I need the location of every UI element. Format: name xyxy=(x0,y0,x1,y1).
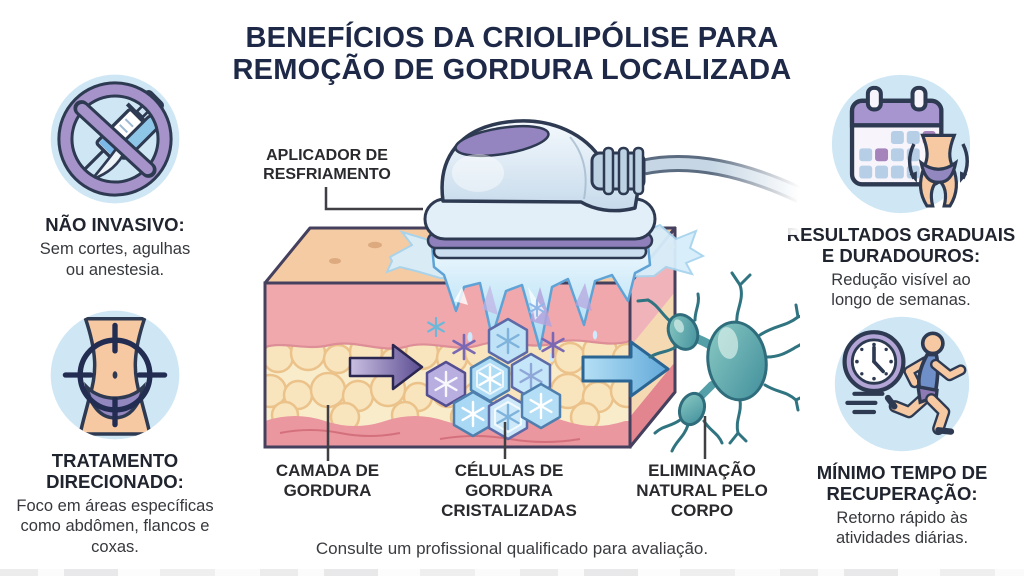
benefit-heading: TRATAMENTO DIRECIONADO: xyxy=(46,450,184,492)
elimination-label: ELIMINAÇÃO NATURAL PELO CORPO xyxy=(636,461,768,521)
running-person xyxy=(884,331,967,436)
label-pointer-lines xyxy=(324,187,707,461)
applicator-label: APLICADOR DE RESFRIAMENTO xyxy=(263,147,391,183)
crystallized-cells-label: CÉLULAS DE GORDURA CRISTALIZADAS xyxy=(441,461,577,521)
slim-waist-figure xyxy=(907,133,969,208)
benefit-card-tratamento-direcionado: TRATAMENTO DIRECIONADO: Foco em áreas es… xyxy=(3,308,227,558)
benefit-card-minimo-tempo: MÍNIMO TEMPO DE RECUPERAÇÃO: Retorno ráp… xyxy=(786,314,1018,549)
snowflakes xyxy=(427,299,565,361)
benefit-body: Retorno rápido às atividades diárias. xyxy=(835,508,969,548)
benefit-body: Redução visível ao longo de semanas. xyxy=(831,270,971,310)
fat-layer-label: CAMADA DE GORDURA xyxy=(275,461,380,501)
bottom-artifact-strip xyxy=(0,569,1024,576)
speed-lines xyxy=(845,391,885,415)
benefit-body: Sem cortes, agulhas ou anestesia. xyxy=(39,239,191,279)
benefit-card-nao-invasivo: NÃO INVASIVO: Sem cortes, agulhas ou ane… xyxy=(8,72,222,280)
benefit-heading: RESULTADOS GRADUAIS E DURADOUROS: xyxy=(786,224,1016,266)
elimination-arrow xyxy=(581,340,670,398)
calendar-progress-icon xyxy=(831,74,971,214)
benefit-heading: MÍNIMO TEMPO DE RECUPERAÇÃO: xyxy=(816,462,988,504)
freezing-arrow xyxy=(348,343,424,391)
macrophage-cell xyxy=(636,271,800,453)
target-abdomen-icon xyxy=(50,310,180,440)
benefit-card-resultados-graduais: RESULTADOS GRADUAIS E DURADOUROS: Reduçã… xyxy=(782,72,1020,311)
benefit-body: Foco em áreas específicas como abdômen, … xyxy=(16,496,214,557)
benefit-heading: NÃO INVASIVO: xyxy=(45,214,185,235)
hose-connector xyxy=(590,146,646,196)
cooling-applicator xyxy=(423,119,800,260)
clock xyxy=(842,330,906,394)
clock-runner-icon xyxy=(834,316,970,452)
footer-disclaimer: Consulte um profissional qualificado par… xyxy=(315,539,709,558)
page-title: BENEFÍCIOS DA CRIOLIPÓLISE PARA REMOÇÃO … xyxy=(232,22,792,87)
crystallized-fat-cells xyxy=(425,317,562,441)
no-needles-scalpel-icon xyxy=(50,74,180,204)
cryolipolysis-diagram xyxy=(263,119,800,461)
